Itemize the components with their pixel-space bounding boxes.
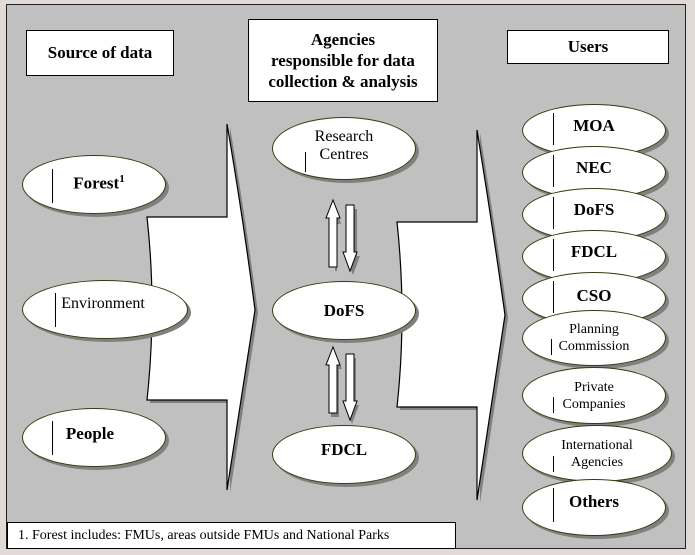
user-private-line1: Private — [574, 379, 614, 395]
user-cso-label: CSO — [576, 285, 612, 305]
source-environment: Environment — [22, 280, 188, 339]
footnote-text: 1. Forest includes: FMUs, areas outside … — [18, 527, 390, 543]
text-cursor — [305, 152, 306, 172]
text-cursor — [551, 339, 552, 355]
text-cursor — [52, 169, 53, 203]
user-others-label: Others — [568, 491, 620, 511]
text-cursor — [553, 155, 554, 187]
source-of-data-title: Source of data — [47, 43, 153, 62]
user-private-companies: Private Companies — [522, 367, 666, 424]
users-header: Users — [507, 30, 669, 64]
footnote: 1. Forest includes: FMUs, areas outside … — [7, 522, 456, 549]
agency-dofs: DoFS — [272, 281, 416, 340]
down-arrow-research-dofs — [342, 204, 360, 275]
agency-fdcl-label: FDCL — [320, 439, 368, 459]
user-others: Others — [522, 479, 666, 536]
user-international-line2: Agencies — [570, 454, 624, 470]
text-cursor — [553, 197, 554, 229]
agency-research-line2: Centres — [319, 145, 369, 163]
text-cursor — [553, 239, 554, 271]
agency-research-line1: Research — [314, 127, 374, 145]
agency-fdcl: FDCL — [272, 425, 416, 484]
text-cursor — [553, 281, 554, 313]
user-fdcl-label: FDCL — [570, 241, 618, 261]
agencies-title-line1: Agencies — [310, 30, 376, 49]
agency-to-users-arrow — [396, 129, 506, 501]
user-private-line2: Companies — [562, 396, 626, 412]
text-cursor — [52, 421, 53, 455]
text-cursor — [55, 293, 56, 327]
user-moa-label: MOA — [573, 115, 615, 135]
user-international-agencies: International Agencies — [522, 425, 672, 482]
footnote-marker: 1 — [119, 173, 125, 186]
source-forest-label: Forest — [73, 173, 120, 193]
agencies-title-line3: collection & analysis — [268, 72, 418, 91]
up-arrow-dofs-fdcl — [325, 345, 342, 417]
text-cursor — [553, 397, 554, 413]
user-international-line1: International — [561, 437, 633, 453]
down-arrow-dofs-fdcl — [342, 353, 359, 424]
source-environment-label: Environment — [61, 294, 145, 312]
source-forest: Forest1 — [22, 155, 166, 214]
source-of-data-header: Source of data — [26, 30, 174, 76]
agencies-header: Agencies responsible for data collection… — [248, 19, 438, 102]
source-people-label: People — [65, 423, 115, 443]
user-planning-line1: Planning — [569, 322, 619, 337]
text-cursor — [553, 488, 554, 522]
agencies-title-line2: responsible for data — [271, 51, 415, 70]
user-dofs-label: DoFS — [573, 199, 615, 219]
agency-dofs-label: DoFS — [323, 300, 365, 320]
text-cursor — [553, 456, 554, 472]
up-arrow-research-dofs — [325, 198, 341, 271]
source-people: People — [22, 408, 166, 467]
text-cursor — [553, 113, 554, 145]
user-planning-line2: Commission — [558, 339, 630, 354]
source-to-agency-arrow — [146, 123, 256, 491]
user-planning-commission: Planning Commission — [522, 310, 666, 366]
agency-research-centres: Research Centres — [272, 117, 416, 180]
users-title: Users — [567, 37, 609, 56]
user-nec-label: NEC — [576, 157, 612, 177]
